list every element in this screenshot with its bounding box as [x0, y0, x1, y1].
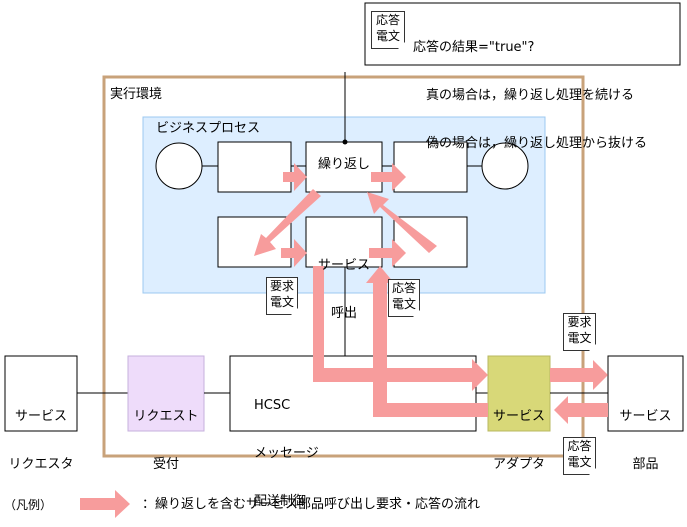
request-message-doc: 要求 電文: [266, 277, 298, 315]
doc-line-2: 電文: [269, 295, 294, 309]
legend-text: ：繰り返しを含むサービス部品呼び出し要求・応答の流れ: [142, 497, 481, 512]
callout-line-2: 真の場合は，繰り返し処理を続ける: [413, 88, 635, 103]
flow-arrow: [254, 189, 321, 256]
service-part-box: [607, 355, 684, 432]
activity-box-2: [393, 141, 468, 193]
flow-arrows: [80, 163, 608, 518]
flow-arrow: [369, 239, 406, 267]
repeat-label: 繰り返し: [317, 157, 370, 172]
business-process-label: ビジネスプロセス: [156, 121, 261, 136]
activity-box-1: [217, 141, 292, 193]
request-message-doc: 要求 電文: [563, 313, 596, 351]
service-requester-label: サービス リクエスタ: [5, 377, 77, 505]
response-message-doc: 応答 電文: [388, 279, 420, 317]
service-adapter-label: サービス アダプタ: [488, 377, 550, 505]
adapter-line-2: アダプタ: [492, 457, 545, 472]
execution-environment-box: [102, 75, 585, 458]
service-call-box: [305, 216, 383, 268]
flow-arrow: [366, 266, 488, 417]
service-requester-box: [4, 355, 78, 432]
response-message-doc: 応答 電文: [563, 437, 596, 475]
hcsc-line-1: HCSC: [254, 398, 291, 413]
callout-doc: 応答 電文: [371, 11, 405, 49]
requester-line-1: サービス: [14, 409, 67, 424]
doc-line-1: 要求: [269, 279, 294, 293]
flow-arrow: [371, 163, 406, 191]
doc-line-1: 応答: [567, 439, 592, 453]
flow-arrow: [283, 163, 307, 191]
legend-arrow: [80, 490, 130, 518]
service-call-line-1: サービス: [317, 258, 370, 273]
legend-prefix: （凡例）: [4, 498, 53, 512]
doc-line-2: 電文: [375, 29, 400, 43]
doc-line-2: 電文: [391, 297, 416, 311]
service-adapter-box: [487, 355, 551, 432]
hcsc-label: HCSC メッセージ 配送制御: [254, 366, 319, 527]
doc-line-1: 応答: [375, 13, 400, 27]
doc-line-2: 電文: [567, 331, 592, 345]
doc-line-2: 電文: [567, 455, 592, 469]
flow-arrow: [313, 266, 488, 391]
service-part-line-1: サービス: [619, 409, 672, 424]
requester-line-2: リクエスタ: [8, 457, 74, 472]
service-part-line-2: 部品: [632, 457, 659, 472]
flow-arrow: [367, 192, 437, 253]
flow-arrow: [550, 360, 608, 390]
hcsc-line-3: 配送制御: [254, 494, 307, 509]
service-call-label: サービス 呼出: [306, 226, 382, 354]
doc-line-1: 応答: [391, 281, 416, 295]
callout-line-1: 応答の結果="true"?: [413, 40, 535, 55]
hcsc-line-2: メッセージ: [254, 446, 319, 461]
environment-label: 実行環境: [110, 87, 163, 102]
callout-dot: [342, 139, 348, 145]
request-receiver-label: リクエスト 受付: [128, 377, 204, 505]
service-call-line-2: 呼出: [330, 306, 357, 321]
request-receiver-box: [127, 355, 205, 432]
callout-box: [364, 2, 681, 66]
flow-arrow: [554, 396, 608, 424]
start-node: [155, 142, 203, 190]
receiver-line-2: 受付: [152, 457, 179, 472]
receiver-line-1: リクエスト: [133, 409, 199, 424]
callout-text: 応答の結果="true"? 真の場合は，繰り返し処理を続ける 偽の場合は，繰り返…: [413, 8, 647, 184]
doc-line-1: 要求: [567, 315, 592, 329]
repeat-box: [305, 141, 383, 193]
callout-line-3: 偽の場合は，繰り返し処理から抜ける: [413, 136, 648, 151]
flow-arrow: [281, 239, 307, 267]
service-part-label: サービス 部品: [608, 377, 683, 505]
adapter-line-1: サービス: [492, 409, 545, 424]
